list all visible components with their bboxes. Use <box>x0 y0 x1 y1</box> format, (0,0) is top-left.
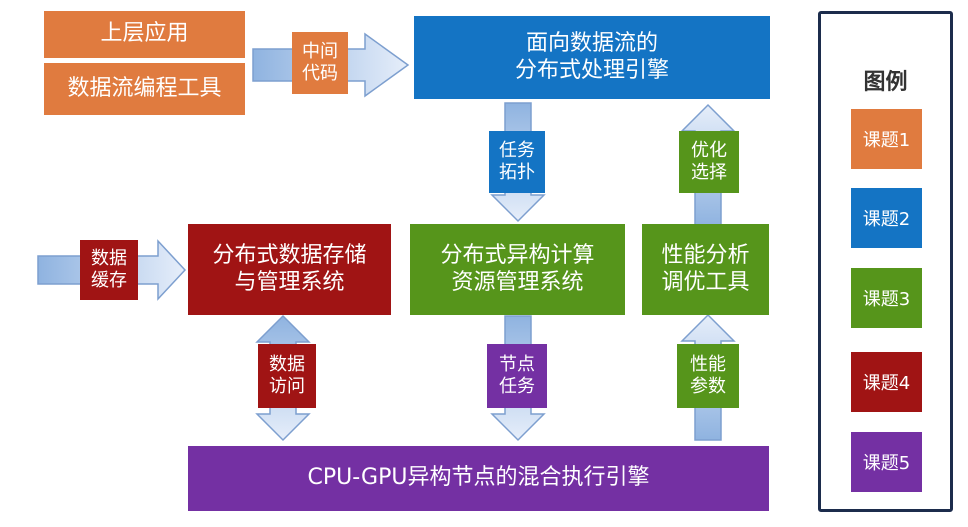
box-resource: 分布式异构计算 资源管理系统 <box>410 224 625 315</box>
box-app-layer-label: 上层应用 <box>100 21 189 47</box>
legend-item-2-label: 课题2 <box>862 209 911 230</box>
legend-item-1-label: 课题1 <box>862 130 911 151</box>
legend-item-4-label: 课题4 <box>862 373 911 394</box>
edge-label-task-topology: 任务 拓扑 <box>489 131 545 193</box>
box-tuning-line1: 性能分析 <box>661 243 750 269</box>
edge-label-intermediate-code: 中间 代码 <box>292 32 348 94</box>
edge-label-task-topology-line1: 任务 <box>499 140 535 162</box>
box-resource-line1: 分布式异构计算 <box>440 243 595 269</box>
legend-item-3: 课题3 <box>851 268 922 328</box>
box-tuning-line2: 调优工具 <box>661 269 750 295</box>
box-storage-line2: 与管理系统 <box>234 269 345 295</box>
legend-item-5: 课题5 <box>851 432 922 492</box>
edge-label-node-task: 节点 任务 <box>487 344 547 408</box>
box-exec-engine-label: CPU-GPU异构节点的混合执行引擎 <box>307 465 650 491</box>
box-storage: 分布式数据存储 与管理系统 <box>188 224 391 315</box>
box-engine-line1: 面向数据流的 <box>525 31 658 57</box>
legend-item-4: 课题4 <box>851 352 922 412</box>
box-exec-engine: CPU-GPU异构节点的混合执行引擎 <box>188 446 769 511</box>
legend-item-5-label: 课题5 <box>862 453 911 474</box>
edge-label-data-cache: 数据 缓存 <box>80 240 138 300</box>
edge-label-perf-params-line1: 性能 <box>690 354 726 376</box>
edge-label-intermediate-code-line1: 中间 <box>302 41 338 63</box>
edge-label-task-topology-line2: 拓扑 <box>499 162 535 183</box>
box-dataflow-tool-label: 数据流编程工具 <box>67 75 222 101</box>
edge-label-optimization-line1: 优化 <box>691 140 727 162</box>
box-dataflow-tool: 数据流编程工具 <box>44 63 245 115</box>
legend-item-3-label: 课题3 <box>862 289 911 310</box>
box-tuning: 性能分析 调优工具 <box>642 224 769 315</box>
box-storage-line1: 分布式数据存储 <box>212 243 367 269</box>
edge-label-data-access-line2: 访问 <box>269 376 305 397</box>
edge-label-perf-params-line2: 参数 <box>690 376 726 397</box>
edge-label-data-cache-line1: 数据 <box>91 248 127 270</box>
edge-label-optimization: 优化 选择 <box>679 131 739 193</box>
edge-label-optimization-line2: 选择 <box>691 162 727 183</box>
edge-label-data-cache-line2: 缓存 <box>91 270 127 291</box>
edge-label-node-task-line1: 节点 <box>499 354 535 376</box>
edge-label-perf-params: 性能 参数 <box>677 344 739 408</box>
legend-title: 图例 <box>863 70 908 95</box>
edge-label-node-task-line2: 任务 <box>499 376 535 397</box>
box-resource-line2: 资源管理系统 <box>451 269 584 295</box>
legend-item-2: 课题2 <box>851 188 922 248</box>
box-engine-line2: 分布式处理引擎 <box>514 57 669 83</box>
box-app-layer: 上层应用 <box>44 11 245 58</box>
legend-panel: 图例 课题1 课题2 课题3 课题4 课题5 <box>818 11 953 512</box>
edge-label-data-access: 数据 访问 <box>258 344 316 408</box>
box-engine: 面向数据流的 分布式处理引擎 <box>414 16 770 99</box>
edge-label-intermediate-code-line2: 代码 <box>302 63 338 84</box>
edge-label-data-access-line1: 数据 <box>269 354 305 376</box>
legend-item-1: 课题1 <box>851 109 922 169</box>
